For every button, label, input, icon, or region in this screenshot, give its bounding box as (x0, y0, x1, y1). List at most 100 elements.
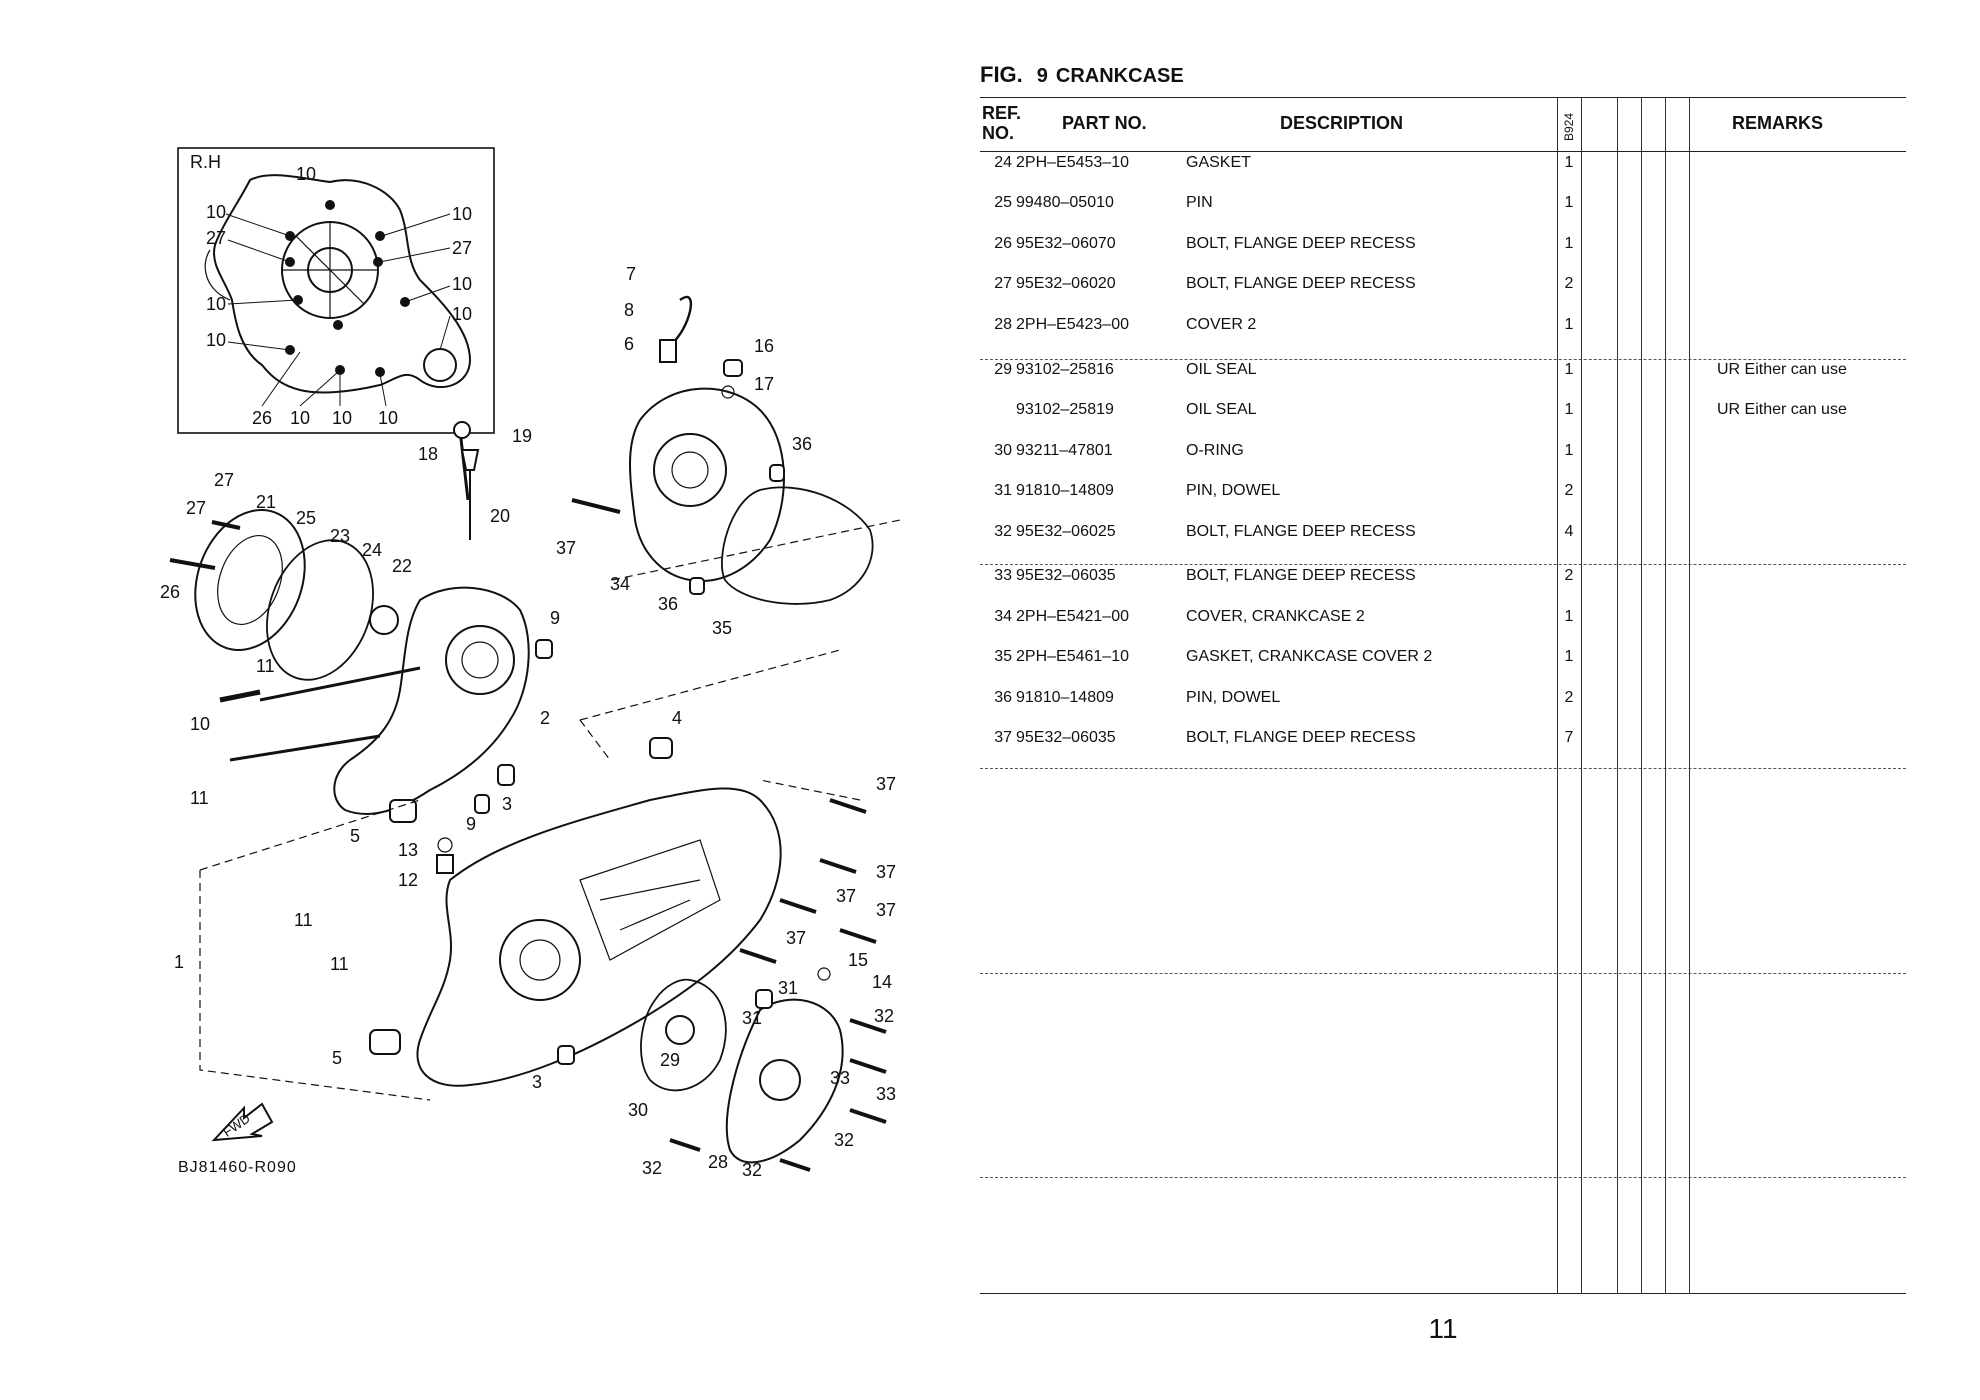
column-divider (1665, 97, 1666, 1294)
callout: 27 (206, 228, 226, 248)
callout: 37 (876, 862, 896, 882)
callout: 10 (206, 202, 226, 222)
cell-ref: 30 (994, 442, 1012, 459)
callout: 10 (206, 294, 226, 314)
callout: 33 (876, 1084, 896, 1104)
callout: 35 (712, 618, 732, 638)
table-row: 33 95E32–06035 BOLT, FLANGE DEEP RECESS … (980, 567, 1906, 597)
group-separator (980, 973, 1906, 974)
column-divider (1557, 97, 1558, 1294)
figure-label: FIG. (980, 62, 1023, 87)
cell-ref: 28 (994, 316, 1012, 333)
table-row: 24 2PH–E5453–10 GASKET 1 (980, 154, 1906, 184)
callout: 13 (398, 840, 418, 860)
callout: 10 (452, 204, 472, 224)
callout: 22 (392, 556, 412, 576)
inset-crankcase-drawing (204, 174, 472, 394)
callout: 37 (876, 900, 896, 920)
cell-description: BOLT, FLANGE DEEP RECESS (1186, 523, 1416, 540)
callout: 31 (742, 1008, 762, 1028)
callout: 11 (190, 788, 209, 808)
group-separator (980, 564, 1906, 565)
callout: 5 (332, 1048, 342, 1068)
callout: 27 (186, 498, 206, 518)
cell-part-no: 99480–05010 (1016, 194, 1114, 211)
cell-qty: 1 (1564, 608, 1574, 625)
callout: 10 (206, 330, 226, 350)
cell-remarks: UR Either can use (1717, 401, 1847, 418)
callout: 11 (330, 954, 349, 974)
header-part-no: PART NO. (1062, 113, 1147, 133)
main-callouts: 7 8 6 16 17 36 18 19 20 27 27 21 25 23 2… (160, 264, 896, 1180)
callout: 31 (778, 978, 798, 998)
header-bottom-rule (980, 151, 1906, 152)
header-remarks: REMARKS (1732, 113, 1824, 133)
figure-number: 9 (1036, 65, 1048, 87)
callout: 37 (876, 774, 896, 794)
cell-qty: 1 (1564, 442, 1574, 459)
callout: 32 (742, 1160, 762, 1180)
header-model-code: B924 (1562, 112, 1576, 141)
callout: 10 (452, 304, 472, 324)
callout: 18 (418, 444, 438, 464)
cell-qty: 4 (1564, 523, 1574, 540)
table-row: 30 93211–47801 O-RING 1 (980, 442, 1906, 472)
group-separator (980, 768, 1906, 769)
cell-description: PIN, DOWEL (1186, 689, 1281, 706)
cell-part-no: 91810–14809 (1016, 689, 1114, 706)
callout: 9 (466, 814, 476, 834)
callout: 3 (502, 794, 512, 814)
cell-ref: 24 (994, 154, 1012, 171)
cell-qty: 7 (1564, 729, 1574, 746)
callout: 6 (624, 334, 634, 354)
callout: 32 (874, 1006, 894, 1026)
callout: 7 (626, 264, 636, 284)
parts-table: REF. NO. PART NO. DESCRIPTION B924 REMAR… (980, 97, 1906, 1297)
callout: 12 (398, 870, 418, 890)
callout: 36 (792, 434, 812, 454)
cell-description: OIL SEAL (1186, 401, 1257, 418)
table-row: 29 93102–25816 OIL SEAL 1 UR Either can … (980, 361, 1906, 391)
cell-qty: 1 (1564, 361, 1574, 378)
cell-remarks: UR Either can use (1717, 361, 1847, 378)
callout: 10 (290, 408, 310, 428)
group-separator (980, 359, 1906, 360)
cell-description: GASKET (1186, 154, 1251, 171)
callout: 20 (490, 506, 510, 526)
table-row: 31 91810–14809 PIN, DOWEL 2 (980, 482, 1906, 512)
table-top-rule (980, 97, 1906, 98)
callout: 10 (332, 408, 352, 428)
callout: 28 (708, 1152, 728, 1172)
cell-description: COVER 2 (1186, 316, 1257, 333)
callout: 11 (294, 910, 313, 930)
table-row: 28 2PH–E5423–00 COVER 2 1 (980, 316, 1906, 346)
callout: 14 (872, 972, 892, 992)
callout: 10 (452, 274, 472, 294)
table-row: 32 95E32–06025 BOLT, FLANGE DEEP RECESS … (980, 523, 1906, 553)
cell-part-no: 95E32–06035 (1016, 729, 1116, 746)
callout: 29 (660, 1050, 680, 1070)
cell-ref: 34 (994, 608, 1012, 625)
inset-callouts: 10 10 10 27 27 10 10 10 10 10 26 10 10 1… (206, 164, 472, 428)
cell-ref: 27 (994, 275, 1012, 292)
callout: 33 (830, 1068, 850, 1088)
cell-description: BOLT, FLANGE DEEP RECESS (1186, 729, 1416, 746)
exploded-parts-diagram: R.H 10 10 10 27 27 10 10 10 (0, 0, 980, 1400)
table-row: 37 95E32–06035 BOLT, FLANGE DEEP RECESS … (980, 729, 1906, 759)
cell-part-no: 93102–25816 (1016, 361, 1114, 378)
cell-part-no: 93102–25819 (1016, 401, 1114, 418)
cell-part-no: 2PH–E5421–00 (1016, 608, 1129, 625)
callout: 4 (672, 708, 682, 728)
table-row: 93102–25819 OIL SEAL 1 UR Either can use (980, 401, 1906, 431)
cell-ref: 29 (994, 361, 1012, 378)
callout: 8 (624, 300, 634, 320)
callout: 1 (174, 952, 184, 972)
table-row: 25 99480–05010 PIN 1 (980, 194, 1906, 224)
column-divider (1641, 97, 1642, 1294)
header-ref-no: REF. NO. (982, 103, 1022, 143)
cell-ref: 25 (994, 194, 1012, 211)
column-divider (1689, 97, 1690, 1294)
cell-qty: 2 (1564, 567, 1574, 584)
